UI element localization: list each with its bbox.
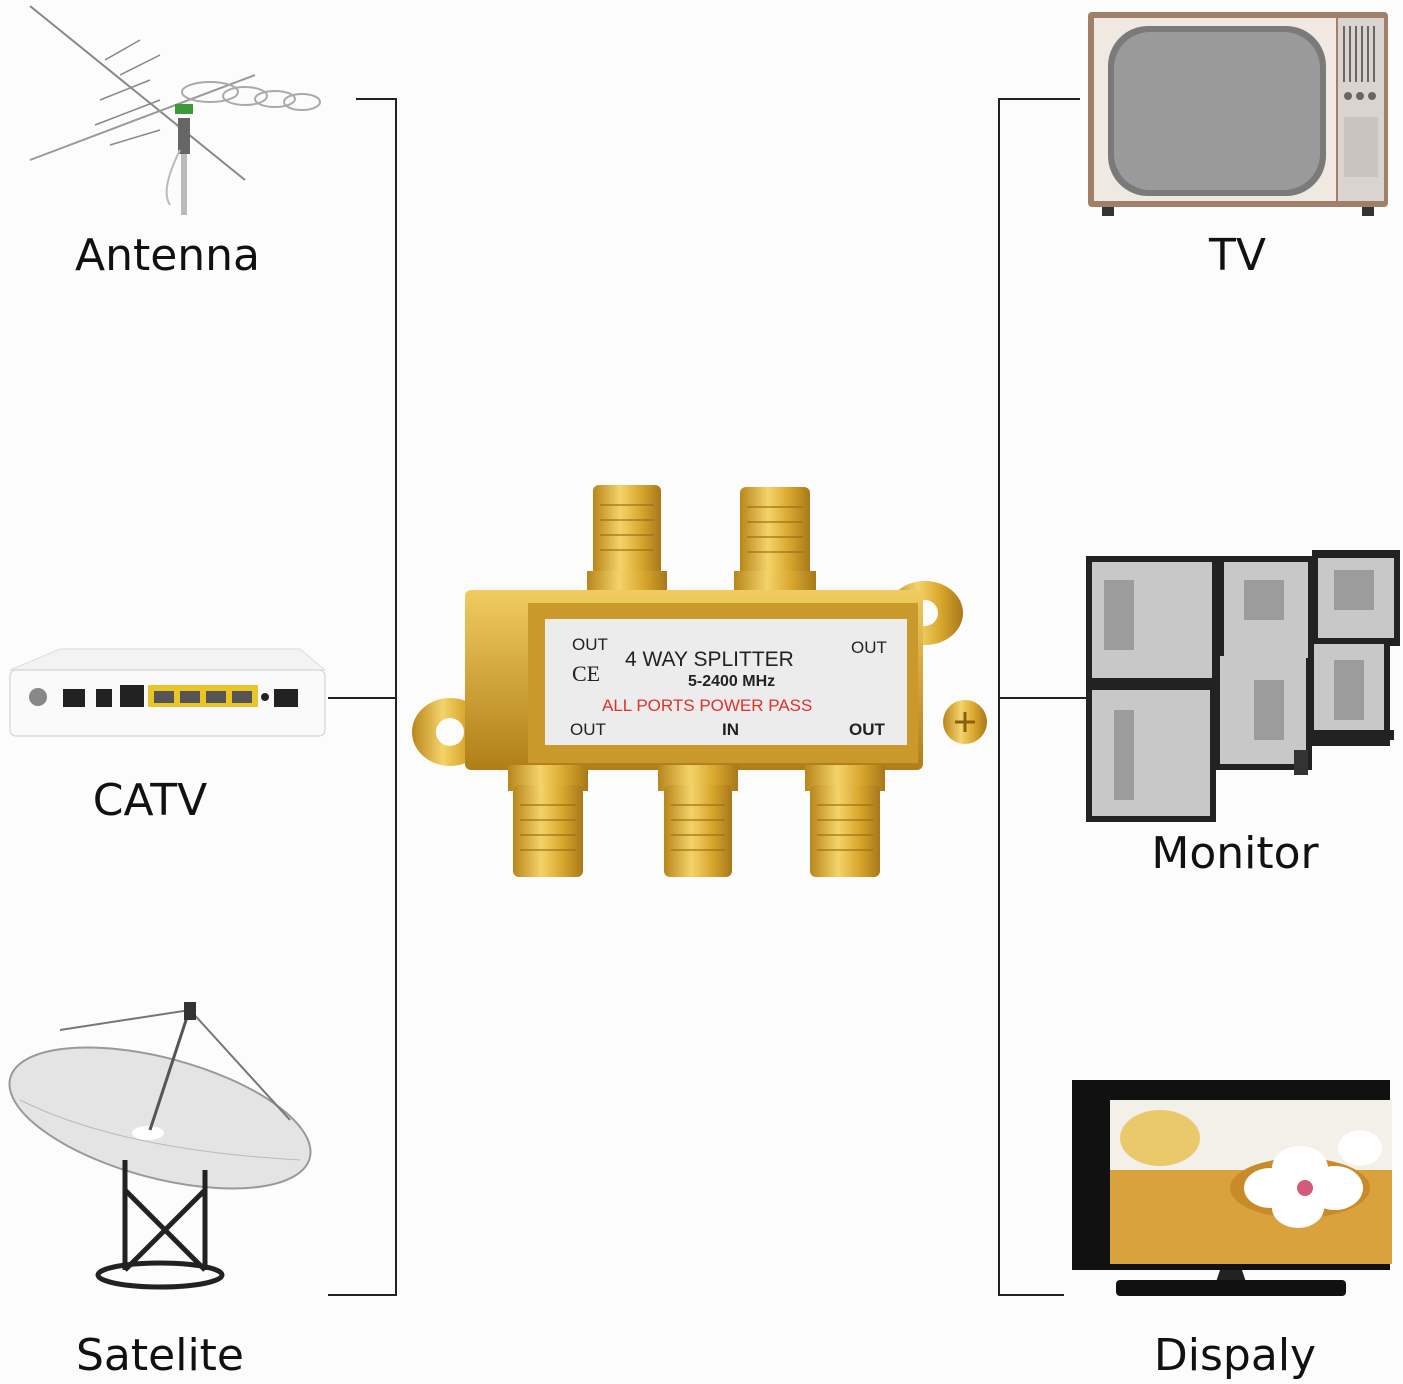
satellite-label: Satelite [76, 1330, 244, 1381]
splitter-frequency: 5-2400 MHz [688, 673, 775, 690]
splitter-out-label: OUT [851, 638, 887, 657]
catv-modem-icon [0, 635, 330, 745]
splitter-power-pass: ALL PORTS POWER PASS [602, 696, 812, 715]
crt-tv-icon [1088, 12, 1390, 216]
splitter-out-label: OUT [849, 720, 886, 739]
antenna-label: Antenna [74, 230, 261, 281]
connector-line [998, 98, 1080, 100]
splitter-out-label: OUT [570, 720, 606, 739]
connector-line [356, 98, 397, 100]
connector-line [328, 697, 397, 699]
monitor-label: Monitor [1151, 828, 1319, 879]
connector-line [328, 1294, 397, 1296]
catv-label: CATV [92, 775, 208, 826]
display-label: Dispaly [1153, 1330, 1317, 1381]
ce-mark: CE [572, 661, 600, 686]
monitor-wall-icon [1084, 550, 1402, 825]
splitter-in-label: IN [722, 720, 739, 739]
connector-line [998, 1294, 1064, 1296]
tv-label: TV [1209, 230, 1266, 281]
antenna-icon [10, 0, 350, 220]
splitter-title: 4 WAY SPLITTER [625, 648, 794, 671]
connector-line [998, 697, 1086, 699]
satellite-dish-icon [0, 990, 330, 1300]
splitter-out-label: OUT [572, 635, 608, 654]
splitter-icon: OUT OUT CE 4 WAY SPLITTER 5-2400 MHz ALL… [410, 485, 995, 880]
flat-display-icon [1070, 1078, 1392, 1300]
